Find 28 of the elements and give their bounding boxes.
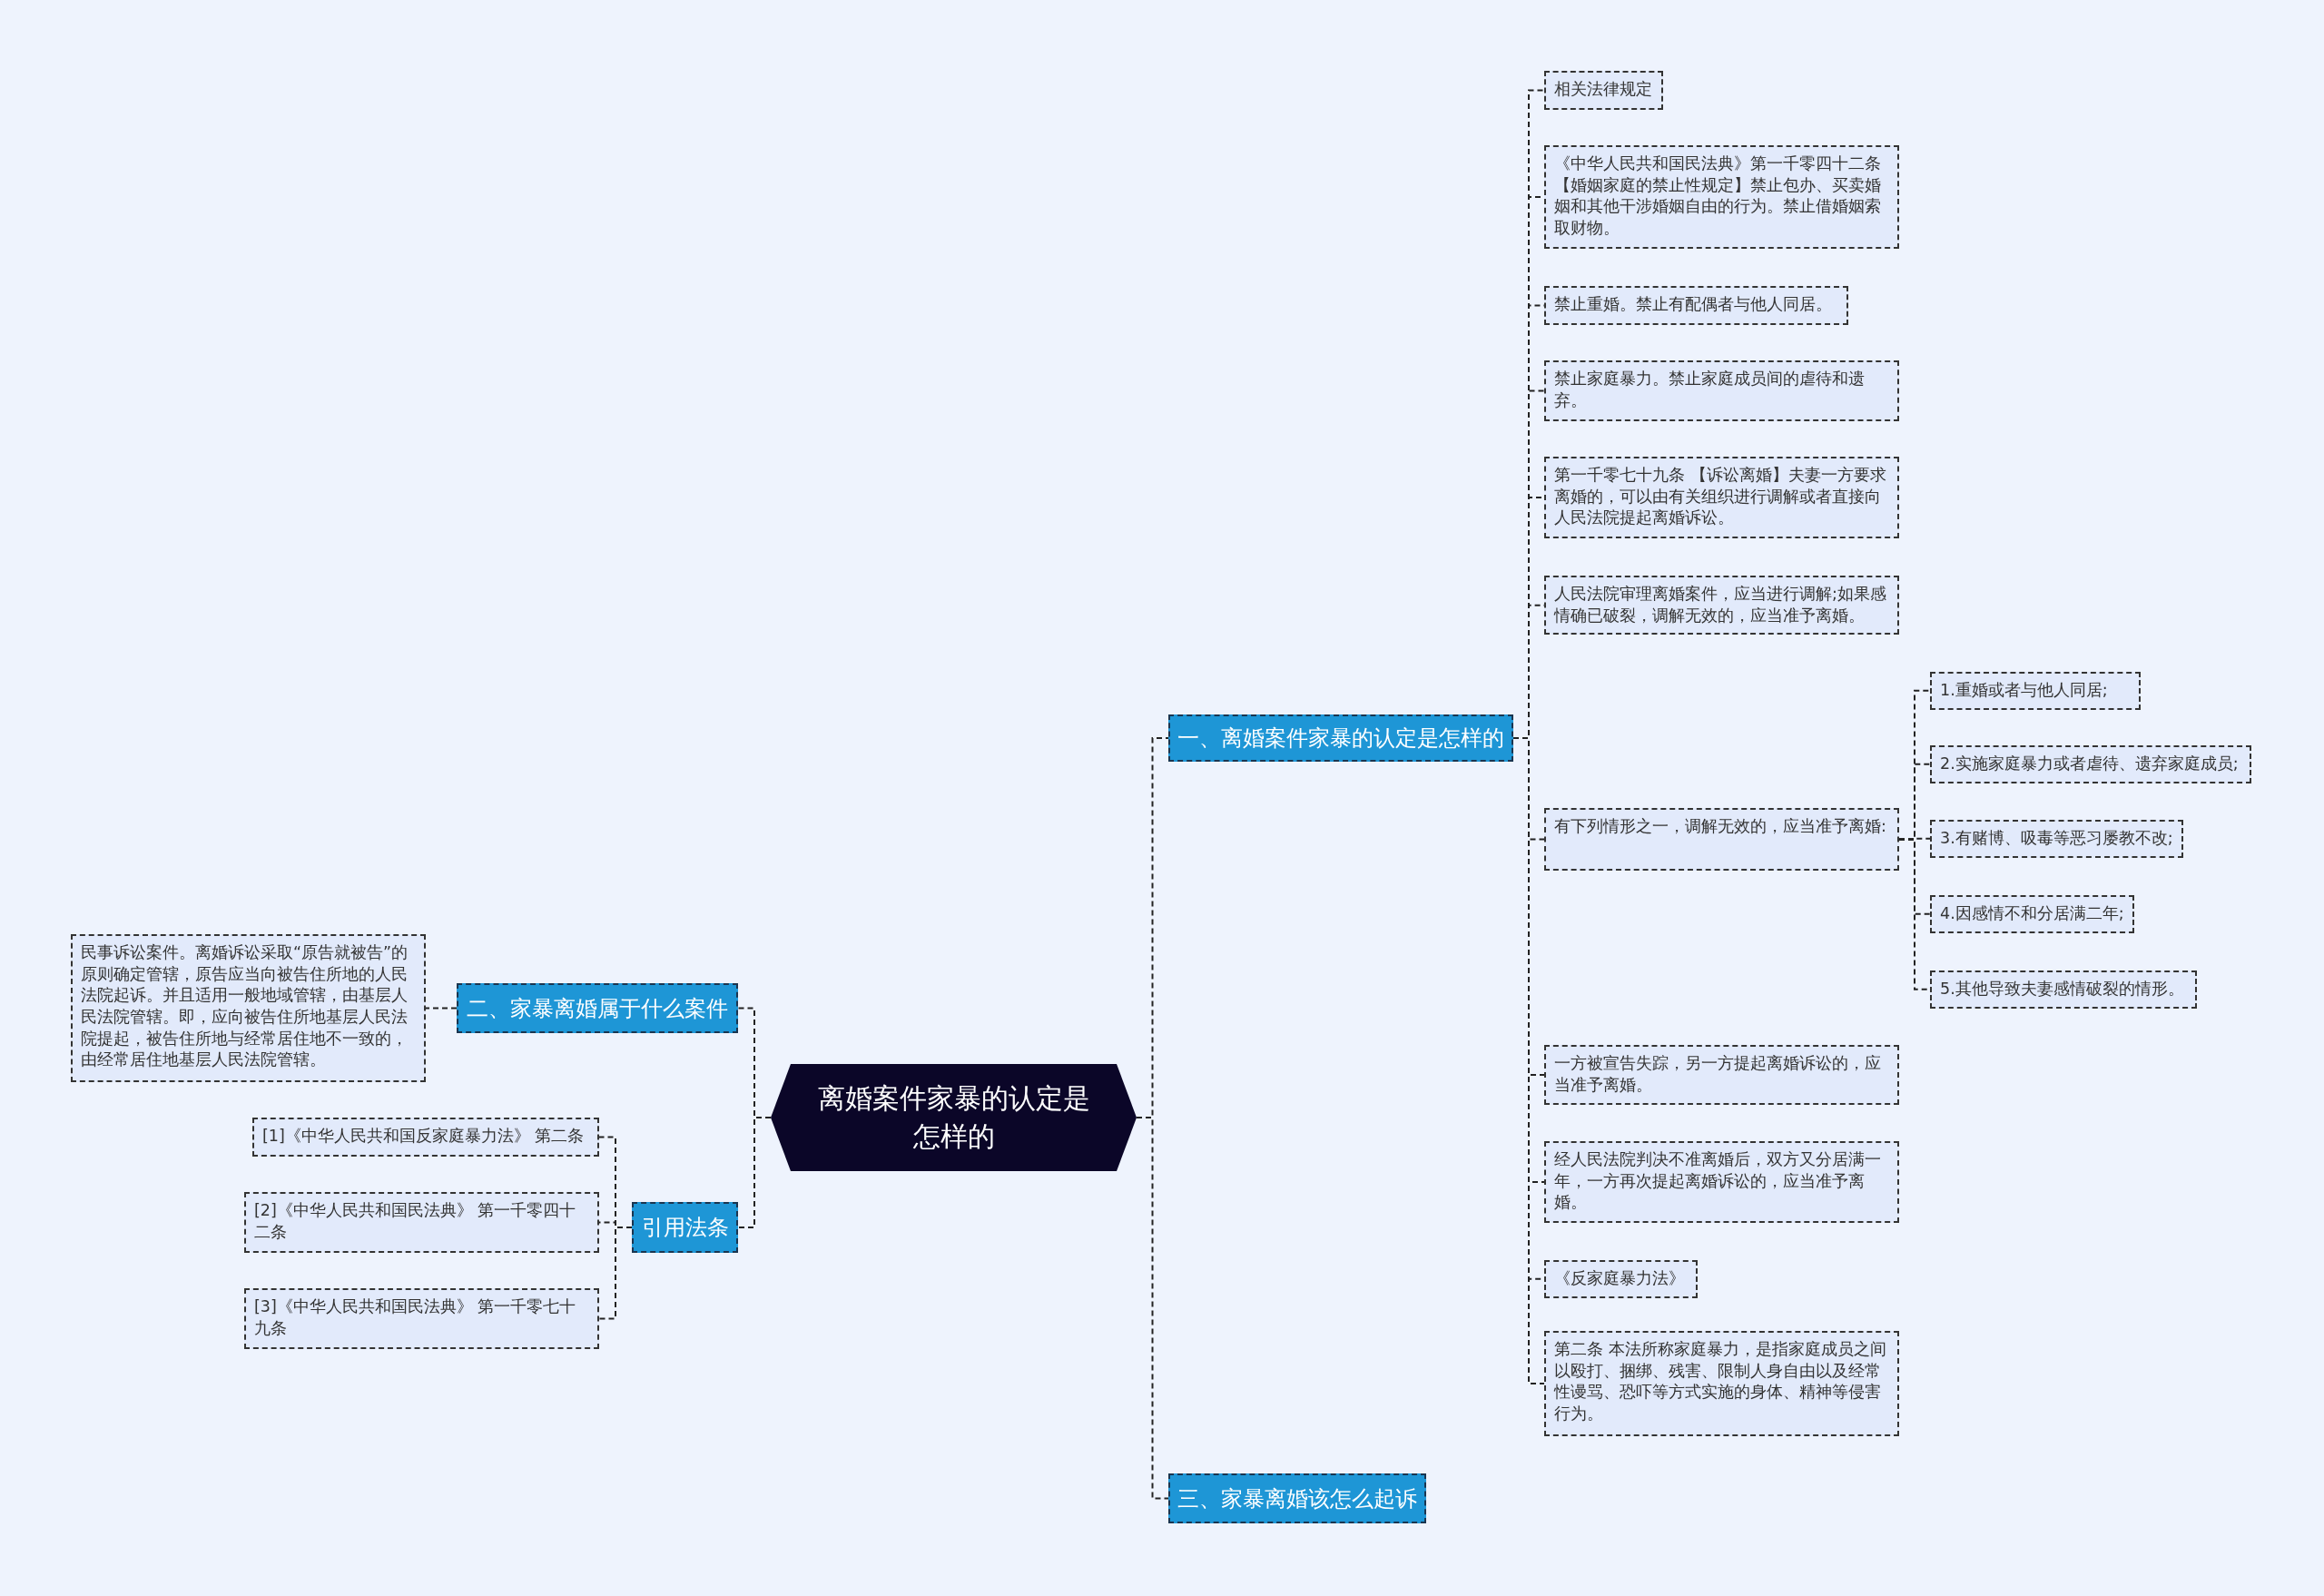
note-box: 禁止重婚。禁止有配偶者与他人同居。 <box>1544 286 1848 325</box>
note-box: 一方被宣告失踪，另一方提起离婚诉讼的，应当准予离婚。 <box>1544 1045 1899 1105</box>
note-box: 3.有赌博、吸毒等恶习屡教不改; <box>1930 820 2183 858</box>
note-box: [2]《中华人民共和国民法典》 第一千零四十二条 <box>244 1192 599 1253</box>
branch-topic-box: 引用法条 <box>632 1202 738 1253</box>
note-box: 人民法院审理离婚案件，应当进行调解;如果感情确已破裂，调解无效的，应当准予离婚。 <box>1544 576 1899 635</box>
note-box: 经人民法院判决不准离婚后，双方又分居满一年，一方再次提起离婚诉讼的，应当准予离婚。 <box>1544 1141 1899 1223</box>
note-box: 民事诉讼案件。离婚诉讼采取“原告就被告”的原则确定管辖，原告应当向被告住所地的人民法院起诉。并且适用一般地域管辖，由基层人民法院管辖。即，应向被告住所地基层人民法院提起，被告住所地与经常居住地不一致的，由经常居住地基层人民法院管辖。 <box>71 934 426 1082</box>
branch-topic-box: 一、离婚案件家暴的认定是怎样的 <box>1168 714 1513 762</box>
note-box: 禁止家庭暴力。禁止家庭成员间的虐待和遗弃。 <box>1544 360 1899 421</box>
note-box: 第二条 本法所称家庭暴力，是指家庭成员之间以殴打、捆绑、残害、限制人身自由以及经常性谩骂、恐吓等方式实施的身体、精神等侵害行为。 <box>1544 1331 1899 1436</box>
connector-line <box>425 1007 458 1010</box>
central-topic-hexagon: 离婚案件家暴的认定是怎样的 <box>771 1064 1137 1171</box>
note-box: 相关法律规定 <box>1544 71 1663 110</box>
note-box: 有下列情形之一，调解无效的，应当准予离婚: <box>1544 808 1899 871</box>
note-box: 5.其他导致夫妻感情破裂的情形。 <box>1930 970 2197 1009</box>
note-box: 2.实施家庭暴力或者虐待、遗弃家庭成员; <box>1930 745 2251 783</box>
connector-line <box>598 1227 633 1320</box>
branch-topic-box: 三、家暴离婚该怎么起诉 <box>1168 1473 1426 1523</box>
note-box: 第一千零七十九条 【诉讼离婚】夫妻一方要求离婚的，可以由有关组织进行调解或者直接向人民法院提起离婚诉讼。 <box>1544 457 1899 538</box>
connector-line <box>737 1117 772 1228</box>
note-box: [3]《中华人民共和国民法典》 第一千零七十九条 <box>244 1288 599 1349</box>
note-box: 《中华人民共和国民法典》第一千零四十二条【婚姻家庭的禁止性规定】禁止包办、买卖婚姻和其他干涉婚姻自由的行为。禁止借婚姻索取财物。 <box>1544 145 1899 249</box>
branch-topic-box: 二、家暴离婚属于什么案件 <box>457 983 738 1033</box>
note-box: [1]《中华人民共和国反家庭暴力法》 第二条 <box>252 1118 599 1157</box>
note-box: 1.重婚或者与他人同居; <box>1930 672 2141 710</box>
note-box: 4.因感情不和分居满二年; <box>1930 895 2134 933</box>
note-box: 《反家庭暴力法》 <box>1544 1260 1698 1298</box>
